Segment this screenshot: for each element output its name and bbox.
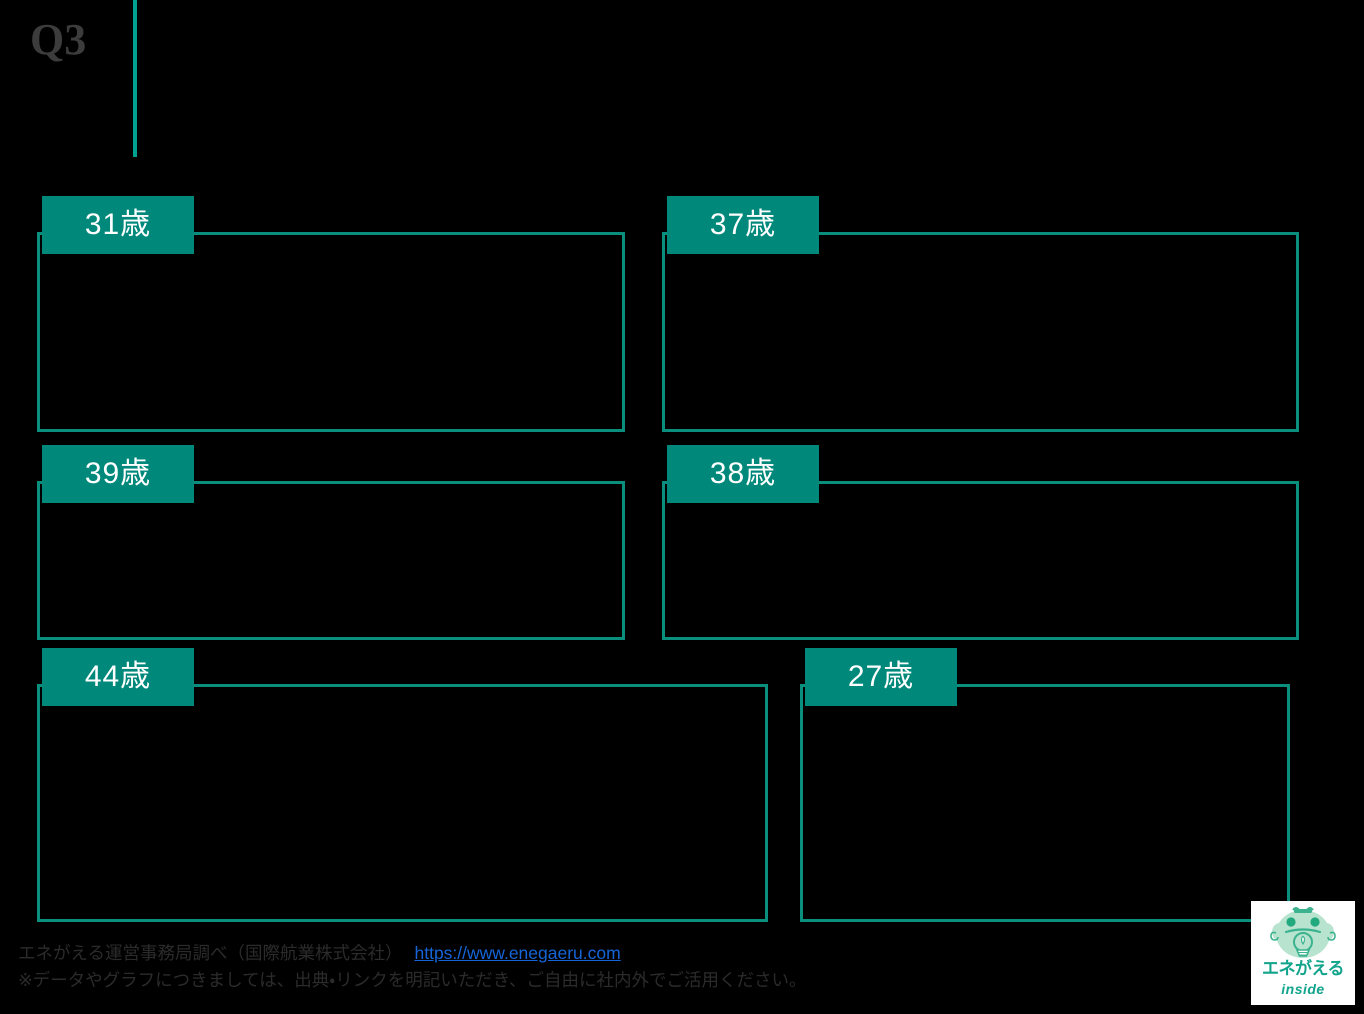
- age-card-body: [55, 714, 750, 904]
- age-card: 27歳: [800, 648, 1290, 944]
- age-card-body: [55, 262, 607, 414]
- age-card-frame: [37, 232, 625, 432]
- age-card-frame: [662, 481, 1299, 640]
- age-card-tab: 39歳: [42, 445, 194, 503]
- age-card-tab: 44歳: [42, 648, 194, 706]
- age-card-tab: 27歳: [805, 648, 957, 706]
- footer-source-text: エネがえる運営事務局調べ（国際航業株式会社）: [18, 943, 403, 963]
- age-card-grid: 31歳 37歳 39歳 38歳 44歳 27歳: [37, 196, 1299, 922]
- age-card-tab: 37歳: [667, 196, 819, 254]
- age-card-tab-label: 44歳: [84, 660, 152, 693]
- footer-usage-note: ※データやグラフにつきましては、出典・リンクを明記いただき、ご自由に社内外でご活…: [18, 970, 807, 991]
- age-card-frame: [800, 684, 1290, 922]
- age-card-tab: 31歳: [42, 196, 194, 254]
- header-accent-rule: [133, 0, 137, 157]
- age-card-frame: [37, 684, 768, 922]
- question-number-label: Q3: [30, 15, 87, 64]
- enegaeru-inside-logo: エネがえる inside: [1251, 901, 1355, 1005]
- frog-lightbulb-icon: [1270, 907, 1336, 958]
- footer: エネがえる運営事務局調べ（国際航業株式会社） https://www.enegae…: [18, 940, 1198, 994]
- age-card-tab-label: 31歳: [84, 208, 152, 241]
- age-card: 37歳: [662, 196, 1299, 454]
- age-card-body: [55, 511, 607, 622]
- logo-subtitle: inside: [1281, 981, 1325, 997]
- age-card-tab-label: 27歳: [847, 660, 915, 693]
- age-card-frame: [37, 481, 625, 640]
- header: Q3: [0, 0, 1364, 170]
- age-card: 38歳: [662, 445, 1299, 662]
- age-card: 44歳: [37, 648, 768, 944]
- age-card-tab-label: 38歳: [709, 457, 777, 490]
- age-card-tab: 38歳: [667, 445, 819, 503]
- age-card-frame: [662, 232, 1299, 432]
- age-card-body: [680, 262, 1281, 414]
- age-card: 39歳: [37, 445, 625, 662]
- age-card-tab-label: 39歳: [84, 457, 152, 490]
- age-card-tab-label: 37歳: [709, 208, 777, 241]
- age-card-body: [680, 511, 1281, 622]
- source-url-link[interactable]: https://www.enegaeru.com: [414, 943, 621, 963]
- logo-wordmark: エネがえる: [1262, 959, 1345, 978]
- footer-source-line: エネがえる運営事務局調べ（国際航業株式会社） https://www.enegae…: [18, 940, 1198, 967]
- age-card: 31歳: [37, 196, 625, 454]
- age-card-body: [818, 714, 1272, 904]
